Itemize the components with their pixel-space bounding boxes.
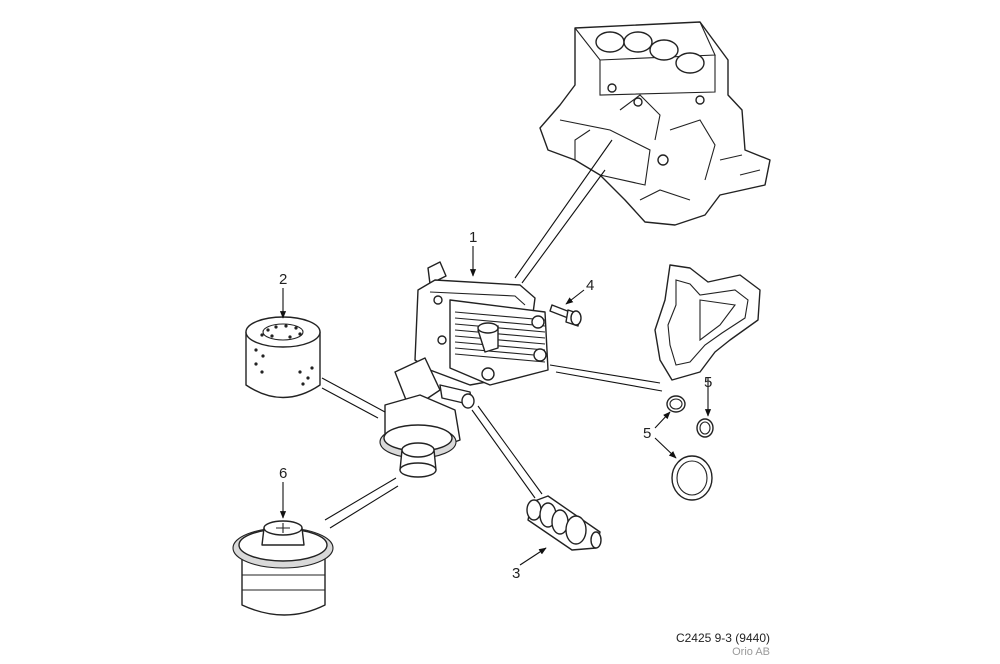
callout-1: 1 [469, 229, 477, 246]
bolt [549, 304, 582, 327]
reference-block: C2425 9-3 (9440) Orio AB [630, 631, 770, 659]
callout-5b: 5 [643, 425, 651, 442]
callout-5b-leader-2 [654, 437, 677, 459]
callout-3-leader [519, 547, 547, 566]
callout-4: 4 [586, 277, 594, 294]
cooler-fins [454, 311, 546, 363]
oil-filter-element [245, 316, 321, 399]
callout-3: 3 [512, 565, 520, 582]
oil-filter-cap [232, 520, 334, 616]
oil-cooler-housing [379, 261, 549, 478]
callout-5b-leader [654, 411, 671, 429]
company-name: Orio AB [732, 646, 770, 658]
gasket [654, 264, 761, 381]
oil-sensor [526, 495, 602, 551]
callout-5a: 5 [704, 374, 712, 391]
callout-4-leader [565, 289, 585, 305]
reference-code: C2425 9-3 (9440) [675, 631, 770, 645]
callout-6: 6 [279, 465, 287, 482]
o-ring-large [671, 455, 713, 501]
engine-block [539, 21, 771, 226]
callout-2: 2 [279, 271, 287, 288]
